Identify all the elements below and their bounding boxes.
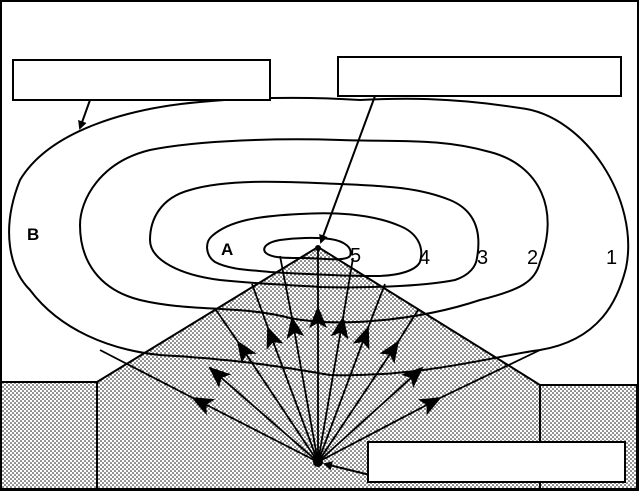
eruption-ray-10 bbox=[317, 366, 424, 463]
ray-extension-5 bbox=[279, 255, 293, 319]
ray-extension-8 bbox=[367, 283, 386, 329]
ground-block-left bbox=[0, 381, 98, 490]
label-box-summit[interactable] bbox=[337, 56, 622, 97]
ray-extension-7 bbox=[342, 257, 354, 319]
ray-extension-4 bbox=[251, 283, 269, 329]
point-label-b: B bbox=[27, 225, 39, 244]
eruption-ray-4 bbox=[266, 326, 319, 463]
contour-label-3: 3 bbox=[477, 247, 488, 269]
contour-label-2: 2 bbox=[527, 247, 538, 269]
ray-extension-3 bbox=[215, 309, 239, 343]
contour-line-4 bbox=[206, 212, 423, 277]
pointer-arrow-summit bbox=[319, 95, 376, 244]
label-box-outer-contour[interactable] bbox=[12, 59, 271, 101]
pointer-arrow-source bbox=[323, 461, 371, 476]
pointer-arrow-outer-contour bbox=[78, 99, 91, 130]
ray-extension-1 bbox=[99, 349, 194, 399]
contour-line-2 bbox=[79, 138, 549, 324]
contour-line-5 bbox=[263, 236, 352, 261]
ray-extension-9 bbox=[397, 309, 419, 343]
contour-label-5: 5 bbox=[350, 245, 361, 267]
contour-label-1: 1 bbox=[606, 247, 617, 269]
eruption-ray-1 bbox=[191, 397, 319, 463]
summit-dot bbox=[315, 245, 321, 251]
eruption-ray-7 bbox=[317, 316, 349, 463]
eruption-source-dot bbox=[313, 457, 323, 467]
eruption-ray-3 bbox=[236, 340, 319, 463]
point-label-a: A bbox=[221, 240, 233, 259]
eruption-ray-5 bbox=[286, 316, 319, 463]
contour-label-4: 4 bbox=[419, 247, 430, 269]
contour-line-3 bbox=[149, 180, 480, 289]
eruption-ray-2 bbox=[208, 366, 319, 463]
label-box-source[interactable] bbox=[367, 441, 626, 483]
contour-line-1 bbox=[8, 96, 630, 377]
eruption-ray-11 bbox=[317, 397, 442, 463]
eruption-ray-8 bbox=[317, 326, 370, 463]
ray-extension-11 bbox=[439, 349, 541, 399]
eruption-ray-9 bbox=[317, 340, 400, 463]
